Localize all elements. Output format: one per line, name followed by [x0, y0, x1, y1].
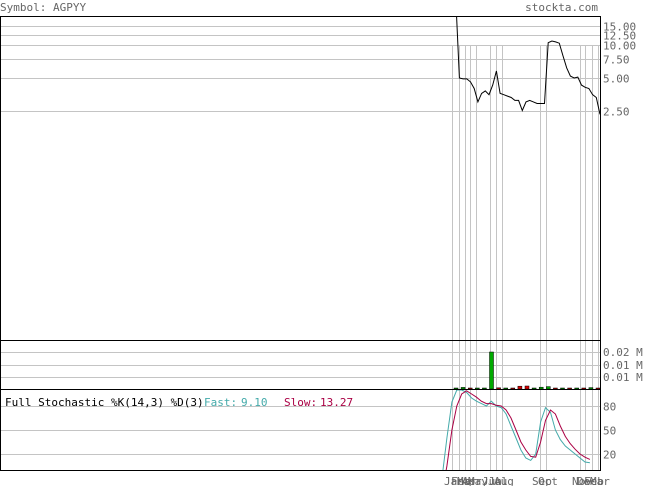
volume-tick-label: 0.02 M: [603, 346, 643, 359]
volume-axis-labels: 0.02 M0.01 M0.01 M: [603, 346, 643, 384]
volume-bar: [567, 387, 572, 390]
volume-bar: [496, 387, 501, 390]
volume-bar: [553, 387, 558, 390]
volume-bar: [503, 387, 508, 390]
volume-tick-label: 0.01 M: [603, 371, 643, 384]
price-tick-label: 12.50: [603, 30, 636, 43]
volume-bar: [538, 386, 544, 390]
volume-tick-label: 0.01 M: [603, 359, 643, 372]
month-tick-label: Aug: [494, 475, 514, 486]
stochastic-gridlines: [1, 406, 600, 455]
volume-bar: [453, 387, 459, 390]
volume-bar: [581, 387, 587, 390]
volume-bar: [467, 387, 473, 390]
month-tick-label: Nov: [572, 475, 592, 486]
stochastic-panel-frame: [0, 389, 601, 471]
stochastic-tick-label: 80: [603, 401, 616, 414]
site-name: stockta.com: [525, 1, 598, 14]
month-tick-label: Mar: [457, 475, 477, 486]
month-tick-label: May: [468, 475, 488, 486]
price-tick-label: 10.00: [603, 40, 636, 53]
volume-bar: [510, 387, 516, 390]
stochastic-axis-labels: 80 50 20: [603, 401, 616, 462]
price-gridlines: [1, 26, 600, 112]
volume-gridlines: [1, 352, 600, 378]
month-tick-label: Mar: [590, 475, 610, 486]
volume-bar: [546, 386, 551, 390]
volume-bar: [517, 385, 523, 390]
volume-bar: [531, 387, 537, 390]
month-tick-label: Jul: [488, 475, 508, 486]
stochastic-slow-line: [445, 390, 591, 470]
volume-bar: [560, 387, 565, 390]
month-tick-label: Feb: [584, 475, 604, 486]
price-tick-label: 7.50: [603, 54, 630, 67]
stochastic-fast-value: 9.10: [241, 396, 268, 409]
month-tick-label: Apr: [462, 475, 482, 486]
stochastic-title: Full Stochastic %K(14,3) %D(3): [5, 396, 204, 409]
volume-bar: [524, 385, 530, 390]
month-tick-label: Dec: [577, 475, 597, 486]
stochastic-fast-line: [442, 390, 590, 470]
volume-bars: [453, 351, 601, 390]
volume-bar: [489, 351, 494, 390]
month-tick-label: Jun: [482, 475, 502, 486]
price-tick-label: 5.00: [603, 73, 630, 86]
price-line: [456, 17, 601, 115]
month-tick-label: Sep: [532, 475, 552, 486]
volume-bar: [595, 387, 601, 390]
volume-bar: [460, 387, 466, 390]
price-tick-label: 2.50: [603, 106, 630, 119]
volume-bar: [574, 387, 579, 390]
stochastic-slow-label: Slow:: [284, 396, 317, 409]
stochastic-tick-label: 20: [603, 449, 616, 462]
volume-bar: [588, 387, 594, 390]
month-tick-label: Oct: [538, 475, 558, 486]
price-panel-frame: [0, 16, 601, 341]
month-tick-label: Feb: [451, 475, 471, 486]
stochastic-tick-label: 50: [603, 425, 616, 438]
volume-bar: [482, 387, 487, 390]
price-tick-label: 15.00: [603, 21, 636, 34]
volume-bar: [475, 387, 480, 390]
month-tick-label: Jan: [444, 475, 464, 486]
stochastic-slow-value: 13.27: [320, 396, 353, 409]
stochastic-fast-label: Fast:: [204, 396, 237, 409]
symbol-label: Symbol: AGPYY: [0, 1, 86, 14]
